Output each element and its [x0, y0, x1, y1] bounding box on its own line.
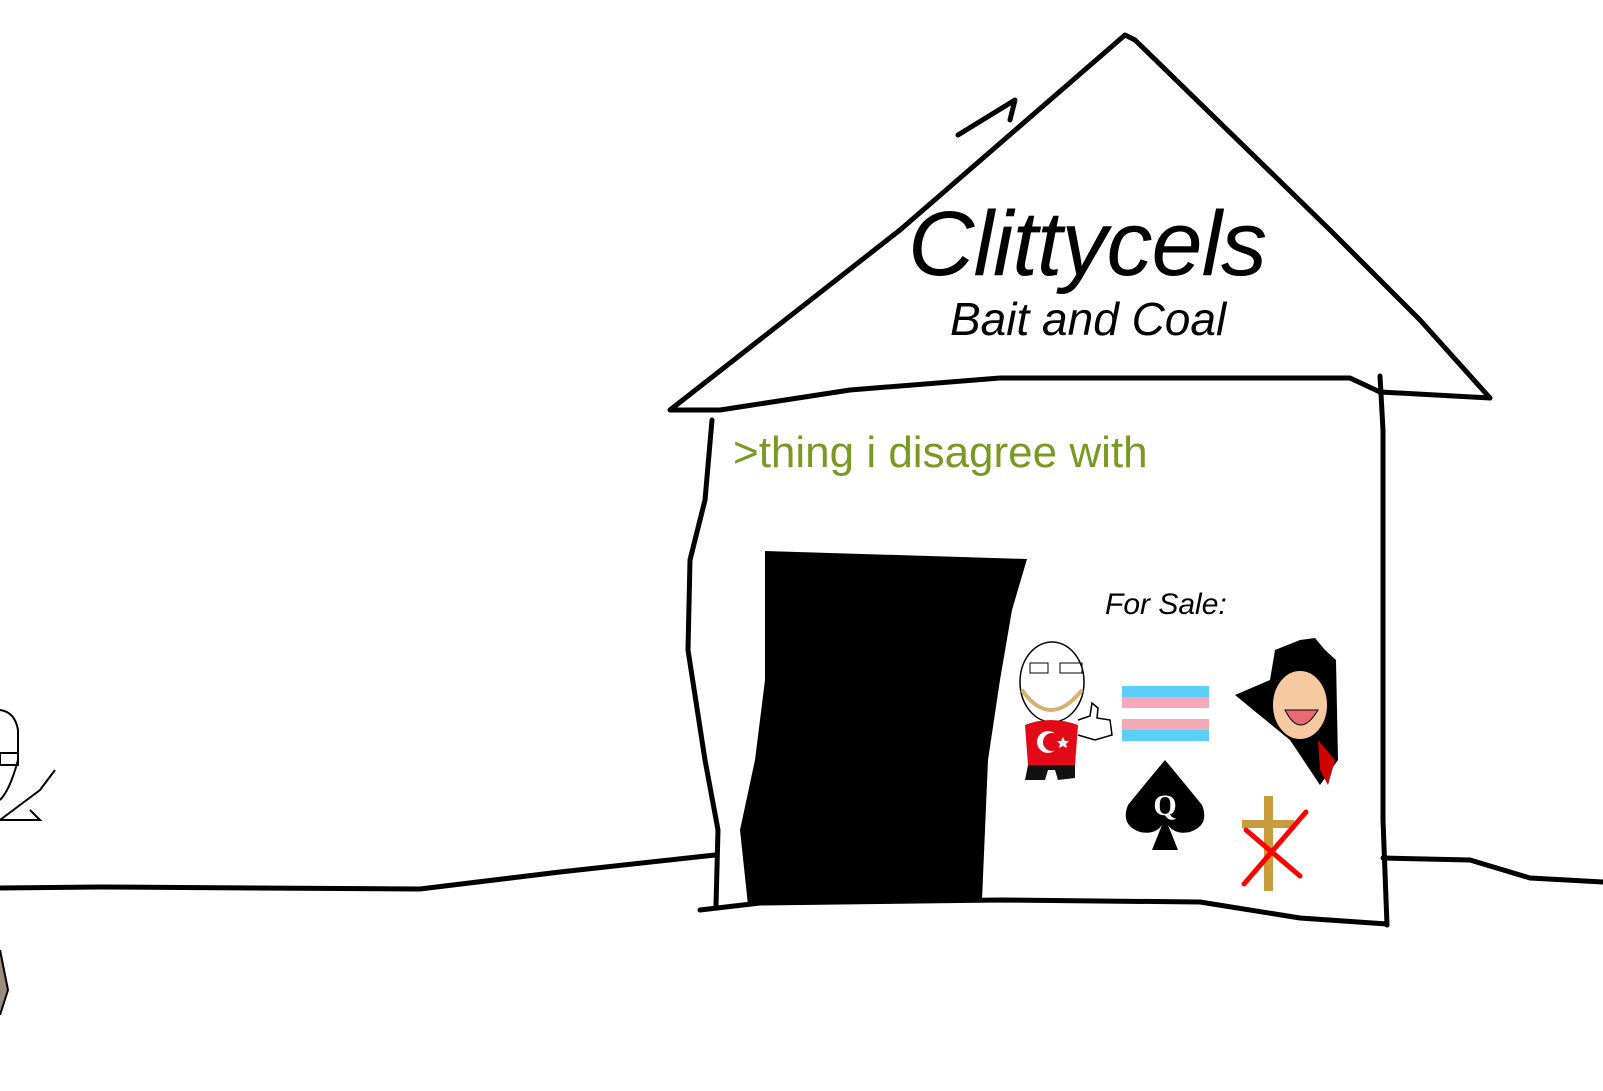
roof	[667, 32, 1493, 413]
ground-line-left	[0, 852, 718, 892]
waving-figure	[0, 709, 56, 1016]
shop-title: Clittycels	[908, 193, 1267, 295]
queen-of-spades-icon: Q	[1125, 760, 1205, 850]
house-left-wall	[685, 417, 721, 908]
doorway	[740, 551, 1027, 905]
roof-stroke	[955, 97, 1018, 138]
house-right-wall	[1377, 373, 1390, 928]
vampire-laughing-icon	[1235, 638, 1338, 785]
ground-line-right	[1380, 855, 1603, 885]
for-sale-label: For Sale:	[1105, 588, 1227, 621]
trans-flag-icon	[1122, 686, 1209, 741]
wojak-turkey-icon	[1019, 641, 1113, 780]
crossed-out-cross-icon	[1241, 796, 1309, 891]
shop-subtitle: Bait and Coal	[950, 293, 1227, 345]
greentext-line: >thing i disagree with	[733, 428, 1148, 477]
spade-letter: Q	[1153, 789, 1176, 822]
